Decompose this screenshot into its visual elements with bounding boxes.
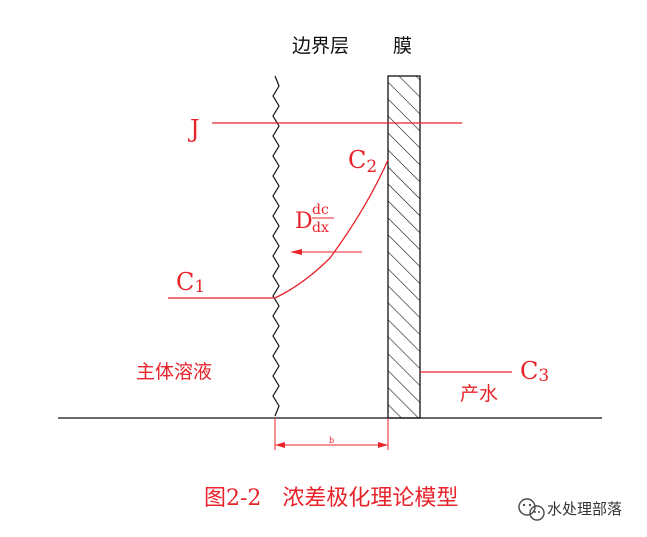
c2-label: C2 <box>348 146 377 177</box>
diffusion-denominator: dx <box>312 220 329 236</box>
dimension-arrow-right <box>378 442 388 448</box>
watermark: 水处理部落 <box>518 498 622 521</box>
bulk-solution-label: 主体溶液 <box>136 361 212 383</box>
boundary-layer-label: 边界层 <box>292 35 349 57</box>
c3-label: C3 <box>520 357 549 386</box>
diffusion-numerator: dc <box>312 202 329 218</box>
membrane-wall <box>387 75 421 419</box>
figure-caption: 图2-2 浓差极化理论模型 <box>204 486 458 511</box>
diffusion-D-label: D <box>295 209 313 234</box>
permeate-label: 产水 <box>460 383 498 405</box>
membrane-label: 膜 <box>393 35 412 57</box>
back-diffusion-arrowhead <box>290 249 302 255</box>
watermark-text: 水处理部落 <box>547 500 622 518</box>
dimension-arrow-left <box>275 442 285 448</box>
c1-label: C1 <box>176 268 205 297</box>
concentration-profile-curve <box>274 159 389 299</box>
wechat-icon <box>518 498 545 521</box>
boundary-layer-edge <box>272 75 280 417</box>
thickness-label: b <box>329 436 334 445</box>
flux-label: J <box>187 115 200 143</box>
